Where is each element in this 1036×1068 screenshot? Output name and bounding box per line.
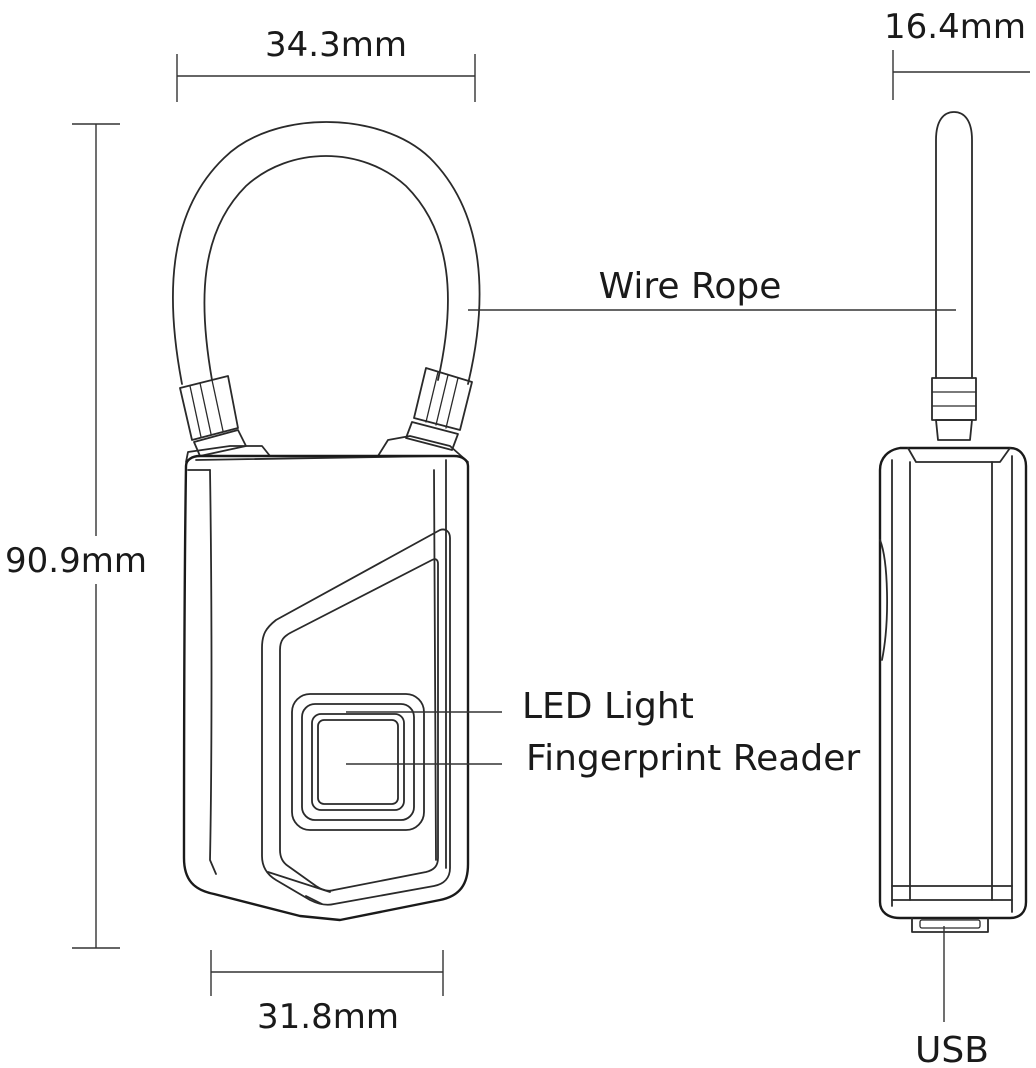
top-width-label: 34.3mm	[265, 25, 407, 65]
callout-wire-rope: Wire Rope	[468, 266, 956, 311]
fingerprint-sensor	[291, 693, 425, 831]
fingerprint-reader-label: Fingerprint Reader	[526, 738, 860, 779]
led-light-label: LED Light	[522, 686, 694, 727]
wire-rope-label: Wire Rope	[599, 266, 782, 307]
padlock-body-front	[182, 435, 470, 922]
dimension-bottom-width: 31.8mm	[210, 950, 444, 1037]
usb-port	[911, 917, 989, 933]
dimension-depth: 16.4mm	[884, 7, 1030, 100]
dimension-top-width: 34.3mm	[176, 25, 476, 102]
bottom-width-label: 31.8mm	[257, 997, 399, 1037]
depth-label: 16.4mm	[884, 7, 1026, 47]
padlock-side-view	[878, 111, 1028, 933]
callout-led-light: LED Light	[346, 686, 694, 727]
dimension-height: 90.9mm	[2, 123, 150, 949]
wire-rope-shackle	[172, 121, 481, 457]
left-ferrule	[179, 375, 247, 457]
right-ferrule	[405, 367, 473, 451]
callout-usb: USB	[915, 926, 989, 1068]
height-label: 90.9mm	[5, 541, 147, 581]
usb-label: USB	[915, 1030, 989, 1068]
callout-fingerprint-reader: Fingerprint Reader	[346, 738, 860, 779]
